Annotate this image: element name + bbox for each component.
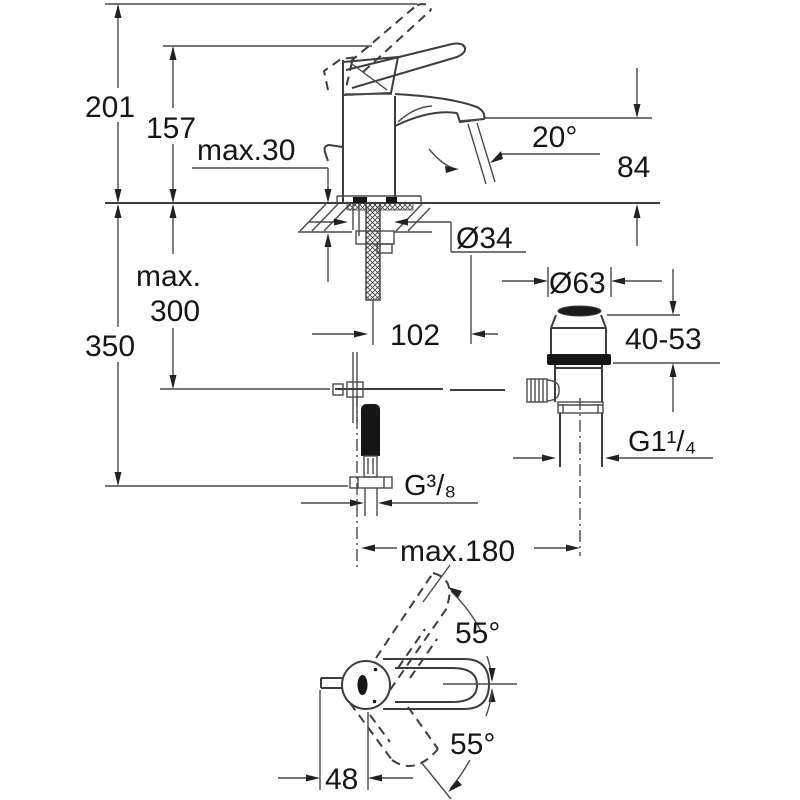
label-350: 350 <box>85 330 135 363</box>
pop-up-rod <box>332 352 505 423</box>
dim-g114: G1¹/₄ <box>513 426 713 462</box>
dim-o34: Ø34 <box>309 218 526 255</box>
dim-157: 157 <box>146 46 196 203</box>
dim-20deg: 20° <box>428 121 600 173</box>
label-20deg: 20° <box>532 121 577 154</box>
dim-55-upper: 55° <box>422 564 500 682</box>
label-157: 157 <box>146 112 196 145</box>
reference-lines <box>105 3 720 487</box>
dim-350: 350 <box>85 204 135 486</box>
dim-84: 84 <box>617 68 650 246</box>
label-g38: G³/₈ <box>404 470 456 502</box>
label-102: 102 <box>390 319 440 352</box>
label-o34: Ø34 <box>456 222 513 255</box>
dim-max180: max.180 <box>361 535 580 568</box>
dim-48: 48 <box>278 690 413 796</box>
dim-55-lower: 55° <box>420 688 496 800</box>
supply-hose <box>349 395 393 568</box>
dim-102: 102 <box>312 255 498 352</box>
label-max180: max.180 <box>400 535 515 568</box>
label-max30: max.30 <box>197 134 295 167</box>
label-g114: G1¹/₄ <box>628 426 696 458</box>
dim-201: 201 <box>85 4 135 203</box>
label-48: 48 <box>325 763 358 796</box>
label-55-lower: 55° <box>450 728 495 761</box>
pop-up-drain <box>526 305 611 556</box>
dim-max30: max.30 <box>192 134 332 282</box>
label-max300-l2: 300 <box>150 295 200 328</box>
counter-hatching <box>299 202 431 232</box>
faucet-top-view <box>320 572 517 767</box>
dim-40-53: 40-53 <box>625 269 702 412</box>
mounting-shank <box>352 202 395 345</box>
label-40-53: 40-53 <box>625 323 702 356</box>
label-201: 201 <box>85 91 135 124</box>
dim-o63: Ø63 <box>502 267 662 300</box>
label-max300-l1: max. <box>136 260 201 293</box>
label-55-upper: 55° <box>455 617 500 650</box>
dim-max300: max. 300 <box>136 204 201 389</box>
faucet-side-view <box>322 3 496 203</box>
dim-g38: G³/₈ <box>301 470 478 507</box>
label-o63: Ø63 <box>549 267 606 300</box>
label-84: 84 <box>617 151 650 184</box>
